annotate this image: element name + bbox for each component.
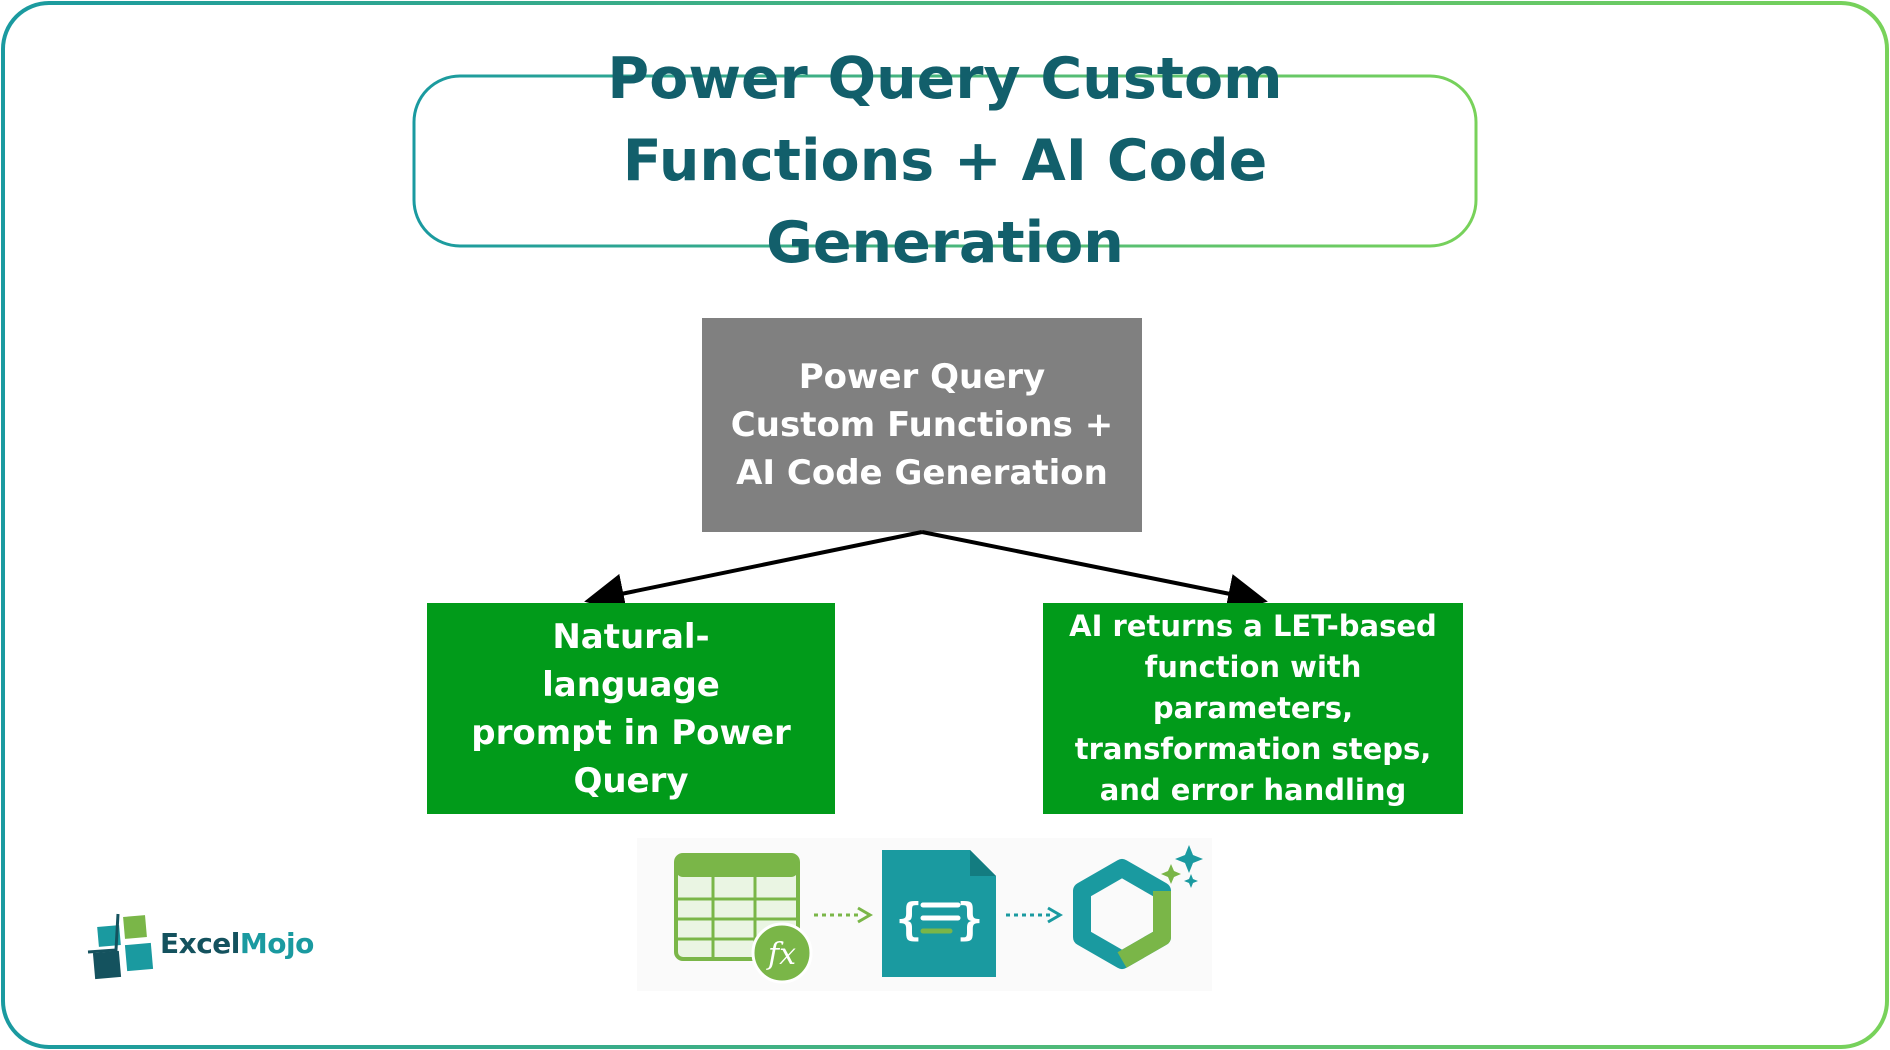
title-box-border <box>412 74 1478 248</box>
logo-text-excel: Excel <box>160 927 240 960</box>
left-node-label: Natural-language prompt in Power Query <box>471 616 791 801</box>
logo-text-mojo: Mojo <box>239 927 314 960</box>
excelmojo-wordmark: ExcelMojo <box>160 927 314 960</box>
ai-sparkle-hexagon-icon <box>1073 845 1203 969</box>
left-node: Natural-language prompt in Power Query <box>427 603 835 814</box>
excelmojo-logo: ExcelMojo <box>86 912 316 986</box>
root-node-label: Power Query Custom Functions + AI Code G… <box>730 357 1114 493</box>
right-node-label: AI returns a LET-based function with par… <box>1069 609 1437 807</box>
page-title: Power Query Custom Functions + AI Code G… <box>444 38 1446 284</box>
arrow-to-left-node <box>584 530 923 614</box>
title-line-1: Power Query Custom <box>607 46 1283 112</box>
arrow-to-right-node <box>921 530 1268 614</box>
right-node: AI returns a LET-based function with par… <box>1043 603 1463 814</box>
title-line-2: Functions + AI Code Generation <box>622 128 1268 276</box>
svg-text:}: } <box>957 894 984 945</box>
svg-text:{: { <box>896 894 923 945</box>
table-function-icon: fx <box>674 853 813 984</box>
root-node: Power Query Custom Functions + AI Code G… <box>702 318 1142 532</box>
excelmojo-logo-icon <box>87 913 154 980</box>
svg-text:fx: fx <box>766 937 796 972</box>
code-document-icon: { } <box>882 850 996 977</box>
title-box: Power Query Custom Functions + AI Code G… <box>414 46 1476 276</box>
